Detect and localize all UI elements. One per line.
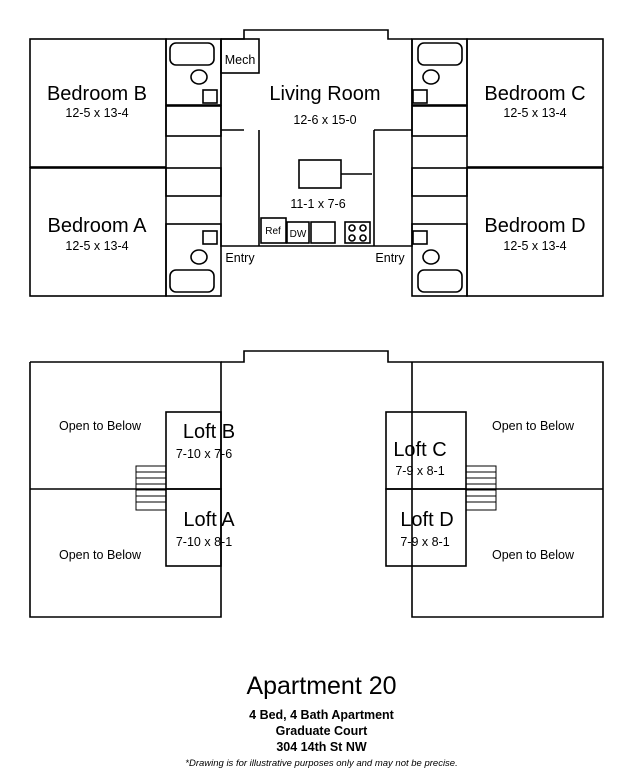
bedroom-b-dims: 12-5 x 13-4: [65, 106, 128, 120]
building-name: Graduate Court: [275, 724, 368, 738]
apartment-title: Apartment 20: [246, 672, 397, 700]
closet-a-wall: [165, 167, 222, 197]
bedroom-b-label: Bedroom B: [47, 83, 147, 105]
loft-d-dims: 7-9 x 8-1: [400, 535, 449, 549]
bathroom-a-wall: [165, 223, 222, 297]
sink-icon: [412, 230, 428, 245]
sink-icon: [202, 89, 218, 104]
loft-c-dims: 7-9 x 8-1: [395, 464, 444, 478]
loft-d-wall: [385, 488, 467, 567]
mech-label: Mech: [225, 53, 256, 67]
entry-right-label: Entry: [375, 251, 405, 265]
kitchen-dims: 11-1 x 7-6: [290, 197, 345, 211]
bedroom-c-label: Bedroom C: [484, 83, 585, 105]
refrigerator: [260, 217, 287, 244]
loft-b-dims: 7-10 x 7-6: [176, 447, 232, 461]
bedroom-d-label: Bedroom D: [484, 215, 585, 237]
toilet-icon: [190, 69, 208, 85]
upper-outline-center: [221, 350, 412, 363]
open-to-below-label: Open to Below: [59, 548, 142, 562]
sink-icon: [202, 230, 218, 245]
bedroom-a-dims: 12-5 x 13-4: [65, 239, 128, 253]
open-to-below-label: Open to Below: [492, 419, 575, 433]
closet-b-wall: [165, 105, 222, 137]
open-to-below-label: Open to Below: [59, 419, 142, 433]
toilet-icon: [422, 249, 440, 265]
building-address: 304 14th St NW: [276, 740, 367, 754]
closet-c-wall: [411, 105, 468, 137]
loft-a-wall: [165, 488, 222, 567]
closet-d-wall: [411, 167, 468, 197]
open-to-below-label: Open to Below: [492, 548, 575, 562]
bathroom-c-wall: [411, 38, 468, 106]
stove-icon: [344, 221, 371, 244]
bathtub-icon: [417, 269, 463, 293]
bathtub-icon: [169, 269, 215, 293]
mech-room-wall: [220, 38, 260, 74]
living-room-wall: [220, 39, 413, 247]
stairs-right-icon: [465, 465, 497, 511]
entry-left-label: Entry: [225, 251, 255, 265]
living-room-label: Living Room: [269, 83, 380, 105]
stairs-left-icon: [135, 465, 167, 511]
bedroom-d-dims: 12-5 x 13-4: [503, 239, 566, 253]
living-room-dims: 12-6 x 15-0: [293, 113, 356, 127]
toilet-icon: [190, 249, 208, 265]
sink-icon: [412, 89, 428, 104]
loft-c-label: Loft C: [393, 439, 446, 461]
kitchen-island: [298, 159, 342, 189]
dishwasher-label: DW: [290, 229, 307, 240]
bedroom-c-dims: 12-5 x 13-4: [503, 106, 566, 120]
loft-b-label: Loft B: [183, 421, 235, 443]
apartment-summary: 4 Bed, 4 Bath Apartment: [249, 708, 394, 722]
disclaimer: *Drawing is for illustrative purposes on…: [185, 758, 458, 769]
bedroom-a-label: Bedroom A: [48, 215, 148, 237]
upper-outline-left: [29, 361, 222, 618]
bathroom-d-wall: [411, 223, 468, 297]
refrigerator-label: Ref: [265, 226, 281, 237]
toilet-icon: [422, 69, 440, 85]
bathtub-icon: [417, 42, 463, 66]
loft-a-dims: 7-10 x 8-1: [176, 535, 232, 549]
bathtub-icon: [169, 42, 215, 66]
loft-a-label: Loft A: [183, 509, 235, 531]
dishwasher: [286, 221, 310, 244]
kitchen-sink-icon: [310, 221, 336, 244]
living-room-top-wall: [221, 29, 412, 40]
loft-d-label: Loft D: [400, 509, 453, 531]
upper-outline-right: [411, 361, 604, 618]
